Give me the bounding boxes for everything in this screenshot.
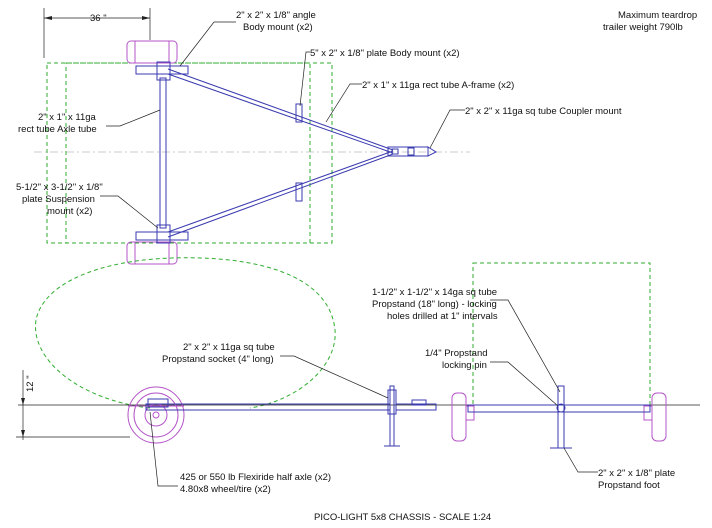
- side-view-labels: 2" x 2" x 11ga sq tube Propstand socket …: [149, 342, 389, 495]
- aframe-tube-lower-b: [167, 153, 394, 238]
- coupler-side: [395, 403, 437, 411]
- plate-mount-upper: [295, 103, 303, 123]
- axle-label-2: 4.80x8 wheel/tire (x2): [180, 484, 271, 495]
- propstand-tube-label-2: Propstand (18" long) - locking: [372, 299, 497, 310]
- body-inner-outline-top: [65, 62, 311, 244]
- propstand-tube-label-3: holes drilled at 1" intervals: [387, 311, 498, 322]
- foot-label-2: Propstand foot: [598, 480, 660, 491]
- weight-note-1: Maximum teardrop: [618, 10, 697, 21]
- pin-label-1: 1/4" Propstand: [425, 348, 488, 359]
- suspension-side: [147, 398, 169, 408]
- axle-label-1: 425 or 550 lb Flexiride half axle (x2): [180, 472, 331, 483]
- socket-label-2: Propstand socket (4" long): [162, 354, 274, 365]
- dimension-36-label: 36 ": [90, 13, 107, 24]
- angle-mount-label-2: Body mount (x2): [243, 22, 313, 33]
- tire-front-left: [451, 392, 467, 442]
- angle-mount-lower: [135, 231, 189, 241]
- propstand-tube-label-1: 1-1/2" x 1-1/2" x 14ga sq tube: [372, 287, 497, 298]
- plate-mount-lower: [295, 182, 303, 202]
- foot-label-1: 2" x 2" x 1/8" plate: [598, 468, 675, 479]
- body-outline-top: [46, 62, 333, 244]
- suspension-label-1: 5-1/2" x 3-1/2" x 1/8": [16, 182, 103, 193]
- wheel-top-lower: [126, 241, 178, 265]
- suspension-plate-lower: [156, 224, 171, 244]
- teardrop-outline: [35, 257, 336, 409]
- top-view: 36 ": [34, 8, 470, 265]
- body-outline-front: [472, 262, 651, 406]
- weight-note-2: trailer weight 790lb: [603, 22, 683, 33]
- plate-mount-label: 5" x 2" x 1/8" plate Body mount (x2): [310, 48, 460, 59]
- tire-front-right: [651, 392, 667, 442]
- propstand-side: [389, 385, 395, 447]
- aframe-tube-upper-b: [167, 73, 394, 154]
- aframe-tube-upper-a: [167, 68, 394, 151]
- front-view: [451, 262, 667, 449]
- suspension-label-3: mount (x2): [47, 206, 92, 217]
- axle-tube-label-2: rect tube Axle tube: [18, 124, 97, 135]
- aframe-label: 2" x 1" x 11ga rect tube A-frame (x2): [362, 80, 514, 91]
- drawing-title: PICO-LIGHT 5x8 CHASSIS - SCALE 1:24: [314, 512, 491, 523]
- locking-pin: [556, 403, 566, 413]
- wheel-side: [127, 386, 185, 444]
- wheel-top-upper: [126, 40, 178, 64]
- coupler-label: 2" x 2" x 11ga sq tube Coupler mount: [465, 106, 622, 117]
- axle-tube: [159, 77, 167, 229]
- angle-mount-label-1: 2" x 2" x 1/8" angle: [236, 10, 316, 21]
- propstand-socket-side: [387, 389, 397, 415]
- suspension-label-2: plate Suspension: [22, 194, 95, 205]
- dimension-12-label: 12 ": [25, 375, 36, 392]
- pin-label-2: locking pin: [442, 360, 487, 371]
- front-view-labels: 1-1/2" x 1-1/2" x 14ga sq tube Propstand…: [372, 287, 675, 491]
- side-view: 12 ": [16, 257, 700, 447]
- aframe-tube-lower-a: [167, 150, 394, 233]
- propstand-front: [557, 385, 565, 449]
- top-view-labels: 2" x 2" x 1/8" angle Body mount (x2) 5" …: [16, 10, 697, 229]
- suspension-plate-upper: [156, 61, 171, 81]
- angle-mount-upper: [135, 65, 189, 75]
- socket-label-1: 2" x 2" x 11ga sq tube: [183, 342, 275, 353]
- axle-tube-label-1: 2" x 1" x 11ga: [38, 112, 97, 123]
- dimension-36: 36 ": [43, 8, 151, 58]
